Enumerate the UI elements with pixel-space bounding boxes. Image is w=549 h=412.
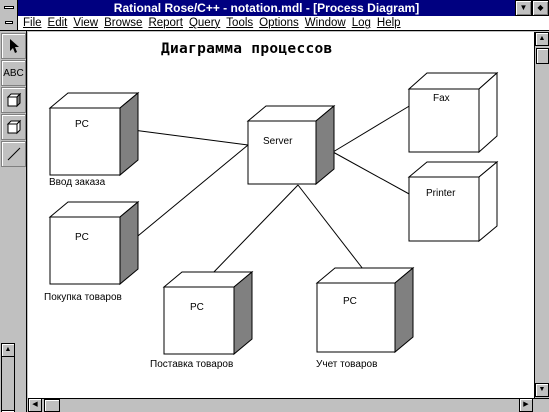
horizontal-scroll-thumb[interactable] (44, 399, 60, 412)
node-pc1-label: PC (75, 119, 89, 130)
node-pc4-caption: Учет товаров (316, 359, 378, 370)
down-triangle-icon: ▼ (519, 3, 528, 12)
node-pc4-label: PC (343, 296, 357, 307)
connection-tool[interactable] (1, 141, 26, 167)
toolbox-scroll-up-button[interactable]: ▲ (1, 343, 15, 357)
text-tool-label: ABC (3, 67, 24, 79)
menu-log[interactable]: Log (351, 17, 371, 29)
scroll-down-button[interactable]: ▼ (535, 383, 549, 397)
minimize-button[interactable]: ▼ (515, 0, 532, 16)
scroll-left-button[interactable]: ◀ (28, 398, 42, 412)
selection-tool[interactable] (1, 33, 26, 59)
processor-tool[interactable] (1, 87, 26, 113)
selection-arrow-icon (9, 39, 19, 53)
restore-icon: ◆ (537, 3, 544, 12)
menu-browse[interactable]: Browse (104, 17, 143, 29)
title-bar: Rational Rose/C++ - notation.mdl - [Proc… (0, 0, 549, 16)
node-pc4[interactable] (315, 266, 415, 354)
connection-icon (7, 147, 20, 161)
node-printer[interactable] (407, 160, 499, 243)
connection-pc4-server (297, 184, 364, 270)
node-pc2[interactable] (48, 200, 140, 286)
node-pc2-label: PC (75, 232, 89, 243)
text-tool[interactable]: ABC (1, 60, 26, 86)
connection-server-printer (332, 151, 412, 196)
menu-query[interactable]: Query (188, 17, 221, 29)
node-printer-label: Printer (426, 188, 456, 199)
menu-edit[interactable]: Edit (47, 17, 68, 29)
scroll-right-button[interactable]: ▶ (519, 398, 533, 412)
connection-pc1-server (132, 129, 249, 146)
node-pc2-caption: Покупка товаров (44, 292, 122, 303)
toolbox-scrollbar[interactable]: ▲ ▼ (1, 343, 15, 412)
connection-server-fax (332, 104, 412, 153)
vertical-scroll-thumb[interactable] (536, 48, 549, 64)
processor-icon (6, 92, 21, 108)
toolbox: ABC ▲ ▼ (0, 31, 27, 412)
document-system-menu-button[interactable] (0, 16, 18, 30)
diagram-canvas[interactable]: Диаграмма процессов PC PC PC PC Server F… (28, 32, 534, 398)
menu-file[interactable]: File (23, 17, 42, 29)
system-menu-button[interactable] (0, 0, 18, 16)
vertical-scrollbar[interactable]: ▲ ▼ (534, 32, 549, 398)
device-tool[interactable] (1, 114, 26, 140)
node-server[interactable] (246, 104, 336, 186)
node-pc3-label: PC (190, 302, 204, 313)
restore-button[interactable]: ◆ (532, 0, 549, 16)
menu-tools[interactable]: Tools (226, 17, 254, 29)
window-title: Rational Rose/C++ - notation.mdl - [Proc… (113, 1, 420, 15)
node-pc1-caption: Ввод заказа (49, 177, 106, 188)
device-icon (6, 119, 21, 135)
menu-window[interactable]: Window (304, 17, 346, 29)
menu-report[interactable]: Report (148, 17, 183, 29)
connection-pc3-server (210, 184, 299, 276)
scroll-up-button[interactable]: ▲ (535, 32, 549, 46)
diagram-title: Диаграмма процессов (161, 41, 333, 57)
node-pc1[interactable] (48, 91, 140, 177)
horizontal-scrollbar[interactable]: ◀ ▶ (28, 398, 549, 412)
node-server-label: Server (263, 136, 293, 147)
diagram-drawing (48, 71, 499, 356)
menu-options[interactable]: Options (259, 17, 299, 29)
menu-help[interactable]: Help (376, 17, 401, 29)
menu-bar: File Edit View Browse Report Query Tools… (0, 16, 549, 31)
node-pc3[interactable] (162, 270, 254, 356)
connection-pc2-server (132, 144, 249, 241)
toolbox-scroll-down-button[interactable]: ▼ (1, 410, 15, 412)
menu-view[interactable]: View (73, 17, 99, 29)
node-fax[interactable] (407, 71, 499, 154)
node-pc3-caption: Поставка товаров (150, 359, 234, 370)
node-fax-label: Fax (433, 93, 450, 104)
